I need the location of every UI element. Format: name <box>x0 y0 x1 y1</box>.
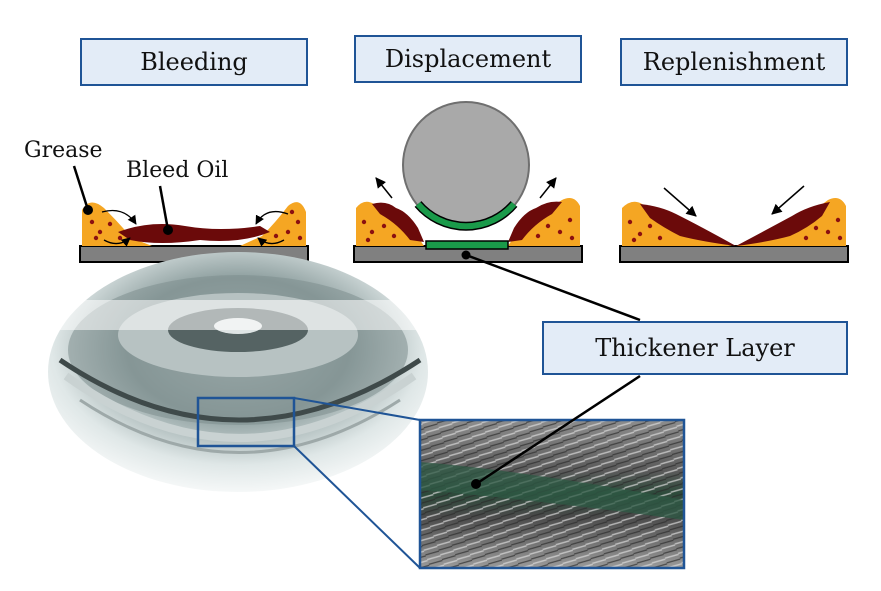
displacement-arrow-right <box>539 177 557 199</box>
bleeding-title: Bleeding <box>140 48 248 76</box>
micrograph-frame <box>418 418 686 570</box>
replenishment-oil-left <box>640 204 736 246</box>
grease-pointer-dot <box>83 205 93 215</box>
replenishment-panel <box>619 185 849 263</box>
thickener-layer-box: Thickener Layer <box>542 321 848 375</box>
bleeding-arrow-right-lower <box>257 237 285 247</box>
replenishment-oil-right <box>736 202 830 246</box>
surface-thickener-layer <box>425 240 509 250</box>
displacement-title: Displacement <box>384 45 552 73</box>
thickener-layer-label: Thickener Layer <box>595 334 795 362</box>
bearing-photo <box>40 252 440 569</box>
replenishment-arrow-left <box>663 187 697 217</box>
bleeding-arrow-right <box>255 210 289 225</box>
displacement-oil-right <box>508 201 562 242</box>
replenishment-arrow-right <box>771 185 805 215</box>
displacement-panel <box>353 101 641 322</box>
bleed-oil-label: Bleed Oil <box>126 158 229 183</box>
replenishment-substrate <box>619 245 849 263</box>
photo-zoom-region <box>196 396 296 448</box>
grease-label: Grease <box>24 138 103 163</box>
micrograph <box>418 374 686 570</box>
bleeding-arrow-left <box>101 209 137 225</box>
bleeding-bleed-oil <box>118 224 270 243</box>
replenishment-title-box: Replenishment <box>620 38 848 86</box>
bleeding-grease-right <box>240 202 306 246</box>
bleed-oil-pointer-dot <box>163 225 173 235</box>
displacement-title-box: Displacement <box>354 35 582 83</box>
bleeding-arrow-left-lower <box>103 237 131 247</box>
replenishment-title: Replenishment <box>642 48 826 76</box>
displacement-arrow-left <box>375 177 393 199</box>
bleeding-title-box: Bleeding <box>80 38 308 86</box>
bleeding-grease-left <box>82 202 152 246</box>
displacement-oil-left <box>372 202 424 242</box>
